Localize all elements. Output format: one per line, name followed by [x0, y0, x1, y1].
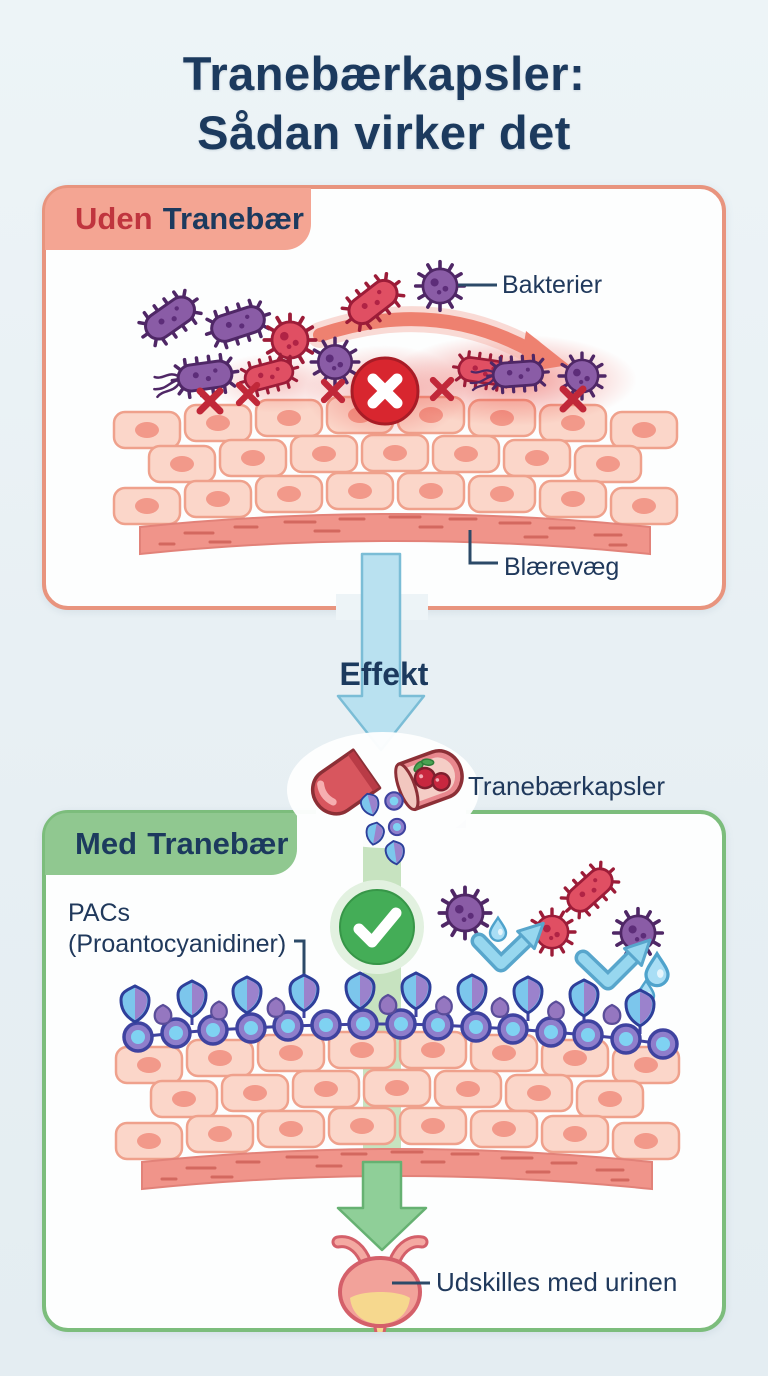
deflect-arrow-icon — [574, 930, 660, 991]
water-drop-icon — [644, 952, 670, 988]
check-icon — [330, 880, 424, 974]
pac-protective-layer-icon — [119, 971, 679, 1060]
panel-without-heading-word2: Tranebær — [162, 201, 304, 236]
pacs-label-line1: PACs — [68, 899, 131, 927]
with-cranberry-illustration — [42, 836, 726, 1332]
prohibited-icon — [350, 356, 420, 426]
pacs-label-line2: (Proantocyanidiner) — [68, 930, 287, 958]
page-title-line2: Sådan virker det — [197, 106, 571, 159]
capsule-label: Tranebærkapsler — [468, 771, 666, 801]
panel-with-heading-word2: Tranebær — [147, 826, 289, 861]
page-title: Tranebærkapsler: Sådan virker det — [0, 44, 768, 162]
page-title-line1: Tranebærkapsler: — [182, 47, 586, 100]
panel-with-header: Med Tranebær — [45, 813, 297, 875]
pac-particle-icon — [384, 791, 404, 811]
effect-label: Effekt — [339, 656, 429, 692]
pacs-label-connector — [294, 939, 306, 977]
bladder-icon — [331, 1235, 429, 1332]
excretion-label: Udskilles med urinen — [436, 1267, 678, 1297]
bacteria-coccus-icon — [416, 262, 465, 311]
effect-arrow-icon — [336, 552, 426, 752]
bacteria-coccus-icon — [439, 887, 490, 938]
pac-particle-icon — [387, 817, 407, 837]
bladder-wall-label-connector — [468, 530, 498, 565]
excretion-arrow-icon — [336, 1160, 428, 1252]
bacteria-rod-icon — [132, 284, 208, 353]
panel-with-heading-word1: Med — [75, 826, 137, 861]
panel-without-header: Uden Tranebær — [45, 188, 311, 250]
bacteria-label: Bakterier — [502, 271, 603, 299]
bladder-wall-label: Blærevæg — [504, 553, 620, 581]
bacteria-rod-icon — [201, 296, 276, 353]
deflect-arrow-icon — [470, 913, 554, 973]
capsule-icon — [287, 732, 479, 867]
transition-illustration — [287, 552, 479, 867]
without-cranberry-illustration — [42, 185, 726, 565]
water-drop-icon — [488, 916, 508, 942]
panel-without-heading-word1: Uden — [75, 201, 153, 236]
